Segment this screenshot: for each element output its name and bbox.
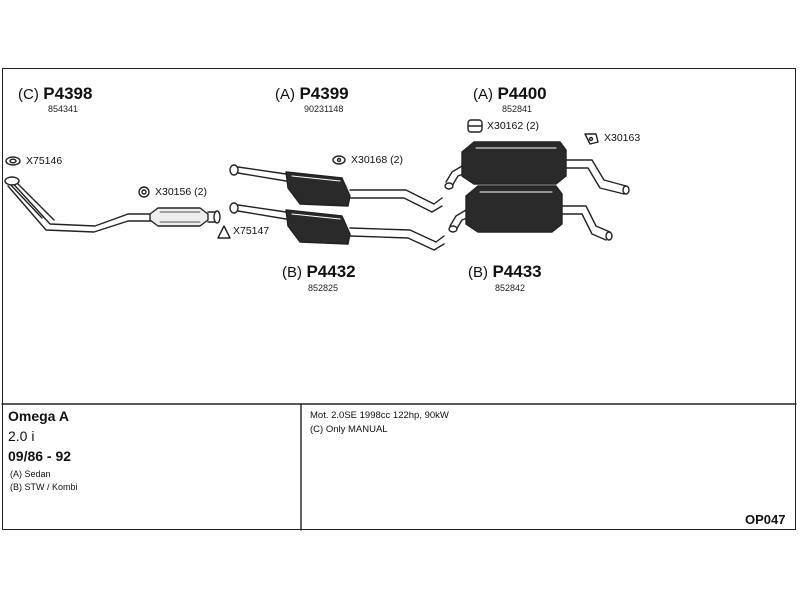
part-number: P4433	[492, 262, 542, 281]
accessory-x75147: X75147	[233, 225, 270, 237]
part-p4400-drawing	[444, 141, 630, 195]
accessory-x30168: X30168 (2)	[351, 154, 403, 166]
hanger-mount-icon	[467, 119, 483, 133]
part-variant: (A)	[275, 86, 295, 103]
part-p4399-drawing	[229, 164, 443, 213]
part-number: P4432	[306, 262, 356, 281]
diagram-frame	[2, 68, 796, 530]
part-variant: (B)	[282, 264, 302, 281]
part-variant: (A)	[473, 86, 493, 103]
body-type-b: (B) STW / Kombi	[10, 482, 78, 492]
gasket-ring-icon	[5, 156, 21, 166]
part-label-p4433: (B) P4433	[468, 262, 542, 282]
part-label-p4399: (A) P4399	[275, 84, 349, 104]
part-p4398-drawing	[4, 176, 221, 233]
part-ref: 854341	[48, 104, 79, 114]
diagram-code: OP047	[745, 512, 786, 527]
bracket-icon	[584, 133, 599, 145]
accessory-x30162: X30162 (2)	[487, 120, 539, 132]
engine-note: Mot. 2.0SE 1998cc 122hp, 90kW	[310, 410, 449, 421]
accessory-x30163: X30163	[604, 132, 641, 144]
accessory-x75146: X75146	[26, 155, 63, 167]
part-p4433-drawing	[448, 185, 613, 241]
part-ref: 90231148	[304, 104, 344, 114]
triangle-gasket-icon	[217, 225, 231, 239]
part-number: P4400	[497, 84, 547, 103]
rubber-mount-icon	[332, 155, 346, 165]
part-ref: 852841	[502, 104, 533, 114]
part-number: P4399	[299, 84, 349, 103]
part-variant: (C)	[18, 86, 39, 103]
part-label-p4398: (C) P4398	[18, 84, 92, 104]
part-number: P4398	[43, 84, 93, 103]
clamp-icon	[138, 186, 150, 198]
part-p4432-drawing	[229, 202, 445, 251]
manual-note: (C) Only MANUAL	[310, 424, 388, 435]
part-ref: 852842	[495, 283, 526, 293]
part-variant: (B)	[468, 264, 488, 281]
part-label-p4400: (A) P4400	[473, 84, 547, 104]
part-ref: 852825	[308, 283, 339, 293]
body-type-a: (A) Sedan	[10, 469, 51, 479]
vehicle-engine: 2.0 i	[8, 428, 35, 444]
vehicle-years: 09/86 - 92	[8, 448, 72, 464]
part-label-p4432: (B) P4432	[282, 262, 356, 282]
vehicle-model: Omega A	[8, 408, 69, 424]
accessory-x30156: X30156 (2)	[155, 186, 207, 198]
